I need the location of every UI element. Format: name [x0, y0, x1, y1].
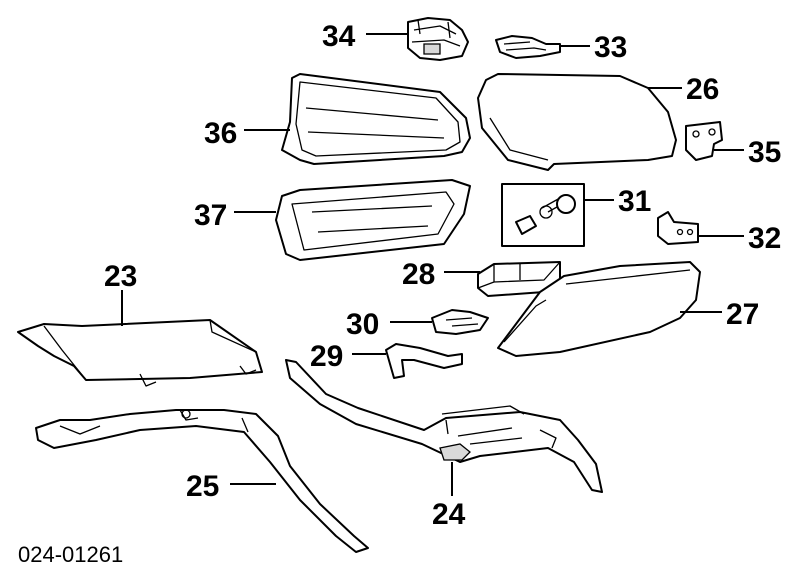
- callout-27: 27: [726, 298, 759, 331]
- part-25-side-rail: [35, 409, 369, 553]
- callout-23: 23: [104, 260, 137, 293]
- part-36-glove-box-bin: [281, 73, 471, 165]
- callout-33: 33: [594, 31, 627, 64]
- part-37-lower-bin: [275, 179, 471, 261]
- callout-29: 29: [310, 340, 343, 373]
- part-26-lid: [477, 73, 677, 171]
- callout-24: 24: [432, 498, 466, 531]
- part-33-latch: [495, 35, 561, 59]
- part-29-hook-bracket: [385, 343, 463, 379]
- callout-28: 28: [402, 258, 435, 291]
- callout-32: 32: [748, 222, 781, 255]
- part-31-fastener-kit: [501, 183, 585, 247]
- part-24-support-rail: [285, 359, 603, 493]
- part-32-hinge: [657, 211, 699, 245]
- diagram-reference: 024-01261: [18, 542, 123, 567]
- part-34-bracket: [407, 17, 469, 61]
- callout-26: 26: [686, 73, 719, 106]
- callout-31: 31: [618, 185, 651, 218]
- part-23-tray-panel: [17, 319, 263, 387]
- part-28-lock: [477, 261, 561, 297]
- part-27-armrest-lid: [497, 261, 701, 357]
- callout-25: 25: [186, 470, 219, 503]
- callout-37: 37: [194, 199, 227, 232]
- part-35-hinge: [685, 121, 723, 161]
- part-30-clip: [431, 309, 489, 335]
- callout-36: 36: [204, 117, 237, 150]
- callout-34: 34: [322, 20, 356, 53]
- callout-35: 35: [748, 136, 781, 169]
- callout-30: 30: [346, 308, 379, 341]
